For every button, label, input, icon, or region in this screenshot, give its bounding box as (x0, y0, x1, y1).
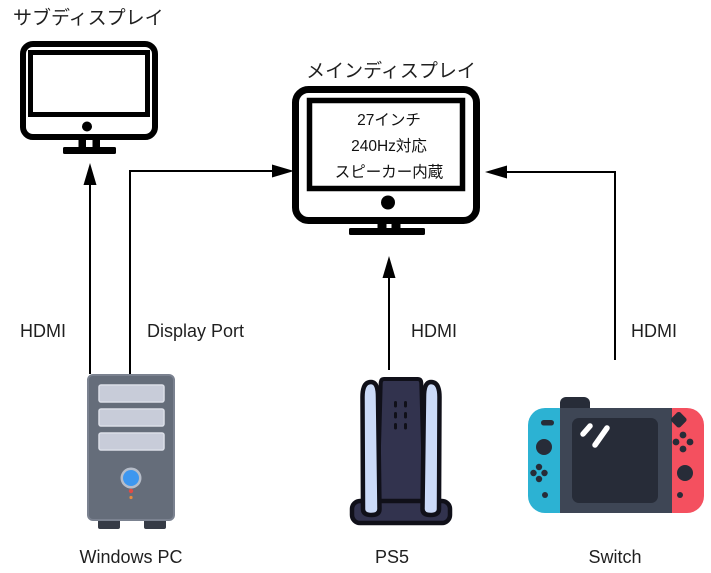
pc-tower-icon (87, 374, 175, 529)
spec-line: 240Hz対応 (351, 138, 427, 155)
edge-pc-to-sub-display (83, 163, 97, 374)
nintendo-switch-icon (528, 397, 704, 513)
sub-display-title: サブディスプレイ (13, 8, 164, 29)
edge-label-hdmi-switch: HDMI (631, 321, 677, 341)
switch-label: Switch (588, 547, 642, 567)
edge-pc-to-main-display (129, 164, 294, 374)
main-display-title: メインディスプレイ (306, 61, 476, 82)
monitor-icon (292, 86, 480, 235)
edge-label-display-port: Display Port (147, 321, 245, 341)
edge-label-hdmi-sub-display: HDMI (20, 321, 66, 341)
monitor-icon (20, 41, 158, 154)
edge-ps5-to-main-display (382, 256, 396, 370)
main-display-specs: 27インチ 240Hz対応 スピーカー内蔵 (313, 104, 465, 190)
windows-pc-label: Windows PC (79, 547, 183, 567)
spec-line: スピーカー内蔵 (334, 164, 444, 181)
ps5-console-icon (349, 377, 453, 526)
edge-label-hdmi-ps5: HDMI (411, 321, 457, 341)
edge-switch-to-main-display (485, 165, 616, 360)
screen-shine-icon (580, 423, 610, 448)
ps5-label: PS5 (374, 547, 410, 567)
spec-line: 27インチ (357, 112, 421, 129)
